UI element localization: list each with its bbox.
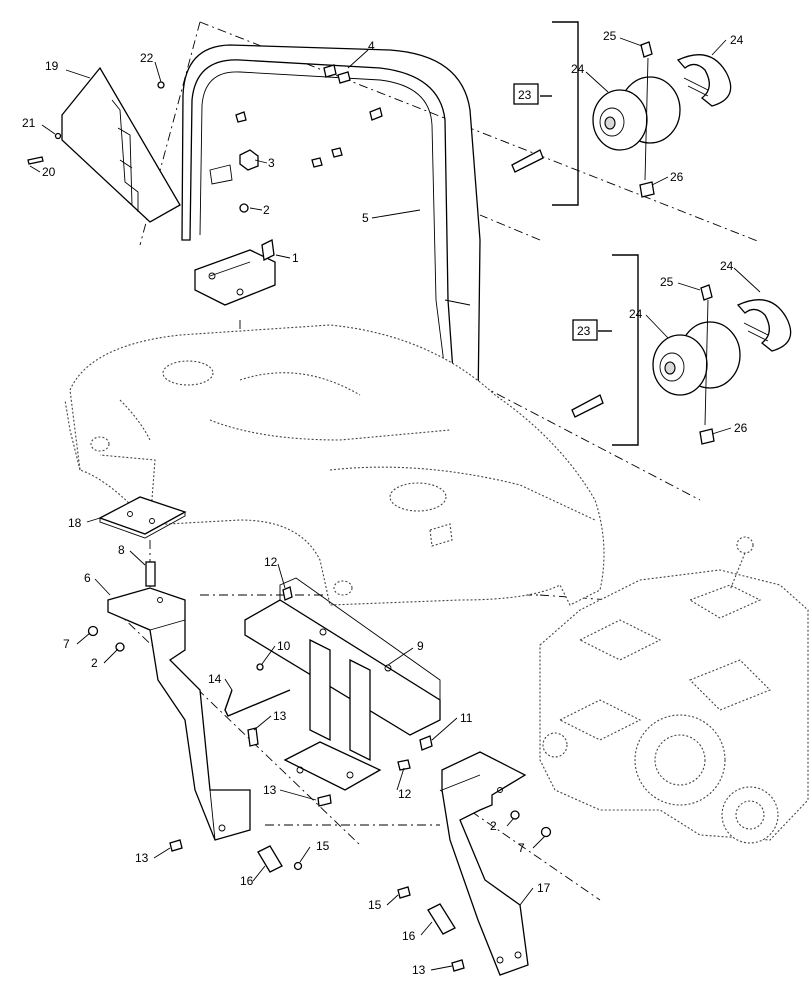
bolts-part-3-4 [235, 64, 383, 261]
lamp-assembly-upper [511, 21, 732, 206]
callout-7-right: 7 [518, 841, 525, 855]
callout-24-upper-left: 24 [571, 62, 585, 76]
stud-part-8 [145, 561, 156, 587]
callout-2-left: 2 [91, 656, 98, 670]
callout-12-top: 12 [264, 555, 278, 569]
callout-26-lower: 26 [734, 421, 748, 435]
pin-part-16-left [169, 839, 303, 873]
leader-lines [29, 37, 761, 971]
callout-5: 5 [362, 211, 369, 225]
callout-18: 18 [68, 516, 82, 530]
callout-21: 21 [22, 116, 36, 130]
plate-part-18 [98, 496, 187, 539]
callout-7-left: 7 [63, 637, 70, 651]
callout-15-right: 15 [368, 898, 382, 912]
rod-part-14 [224, 689, 291, 717]
callout-8: 8 [118, 543, 125, 557]
bracket-part-9 [244, 577, 441, 791]
fasteners-10-11-12-13 [247, 586, 433, 807]
callout-26-upper: 26 [670, 170, 684, 184]
callout-10: 10 [277, 639, 291, 653]
callout-11: 11 [460, 711, 473, 725]
callout-2-right: 2 [490, 819, 497, 833]
bracket-part-17 [441, 751, 529, 976]
callout-25-lower: 25 [660, 275, 674, 289]
transmission-housing [539, 536, 809, 844]
callout-4: 4 [368, 39, 375, 53]
callout-13-mid: 13 [273, 709, 287, 723]
callout-16-left: 16 [240, 874, 254, 888]
callout-23-lower: 23 [577, 324, 591, 338]
callout-6: 6 [84, 571, 91, 585]
callout-15-left: 15 [316, 839, 330, 853]
callout-13-center: 13 [263, 783, 277, 797]
callout-24-upper-right: 24 [730, 33, 744, 47]
callout-1: 1 [292, 251, 299, 265]
callout-17: 17 [537, 881, 551, 895]
fasteners-7-2-left [87, 625, 125, 652]
lamp-assembly-lower [571, 254, 792, 446]
bracket-part-6 [107, 587, 251, 841]
side-panel-part-19 [61, 66, 181, 223]
callout-24-lower-right: 24 [720, 259, 734, 273]
callout-9: 9 [417, 639, 424, 653]
callout-13-left: 13 [135, 851, 149, 865]
callout-2-top: 2 [263, 203, 270, 217]
callout-13-bottom: 13 [412, 963, 426, 977]
fender-body [64, 324, 605, 606]
ref-box-23-lower [572, 319, 598, 341]
callout-16-right: 16 [402, 929, 416, 943]
callout-20: 20 [42, 165, 56, 179]
fasteners-19-22 [27, 81, 165, 165]
callout-12-bottom: 12 [398, 787, 412, 801]
callout-22: 22 [140, 51, 154, 65]
callout-23-upper: 23 [518, 88, 532, 102]
fasteners-2-7-right [397, 810, 552, 972]
callout-labels: 19 22 21 20 4 3 2 5 1 23 25 24 24 26 23 … [22, 29, 748, 977]
callout-24-lower-left: 24 [629, 307, 643, 321]
callout-19: 19 [45, 59, 59, 73]
callout-3: 3 [268, 156, 275, 170]
ref-box-23-upper [513, 83, 539, 105]
callout-25-upper: 25 [603, 29, 617, 43]
callout-14: 14 [208, 672, 222, 686]
